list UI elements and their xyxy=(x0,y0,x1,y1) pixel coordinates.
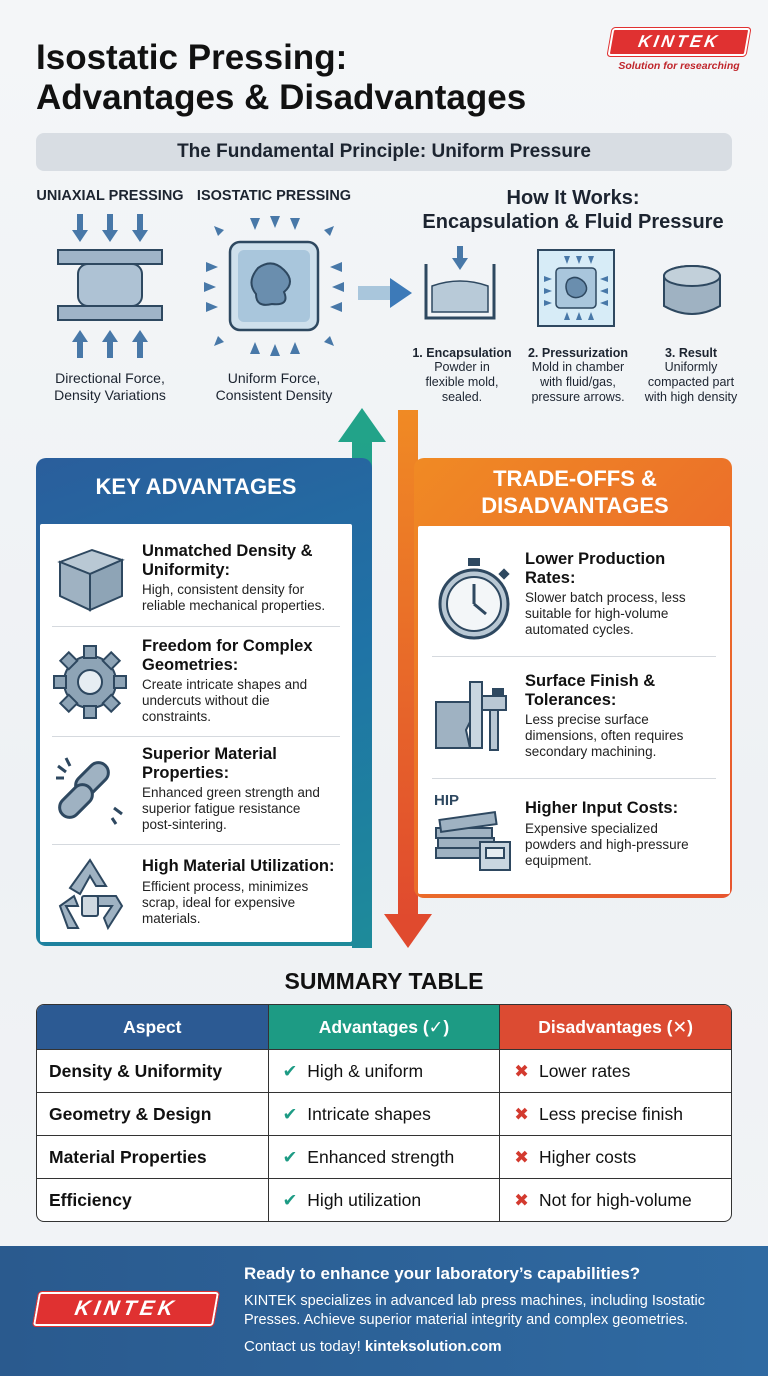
chain-link-icon xyxy=(56,757,123,825)
header-advantages: Advantages (✓) xyxy=(267,1005,500,1049)
uniaxial-label: UNIAXIAL PRESSING xyxy=(36,188,184,204)
advantage-item-utilization: High Material Utilization: Efficient pro… xyxy=(142,857,335,926)
website-link[interactable]: kinteksolution.com xyxy=(364,1338,502,1355)
check-icon: ✔ xyxy=(282,1103,298,1124)
brand-logo[interactable]: KINTEK Solution for researching xyxy=(606,27,752,72)
divider xyxy=(52,736,340,737)
advantage-cell: ✔High & uniform xyxy=(267,1049,500,1092)
cross-icon: ✖ xyxy=(514,1189,529,1210)
divider xyxy=(432,656,716,657)
step-encapsulation: 1. Encapsulation Powder in flexible mold… xyxy=(412,346,512,404)
footer-logo[interactable]: KINTEK xyxy=(31,1291,221,1327)
compacted-part-icon xyxy=(663,265,721,315)
stopwatch-icon xyxy=(438,558,510,640)
cross-icon: ✖ xyxy=(514,1103,529,1124)
cross-icon: ✖ xyxy=(514,1060,529,1081)
advantages-heading: KEY ADVANTAGES xyxy=(95,474,297,499)
table-row: Geometry & Design ✔Intricate shapes ✖Les… xyxy=(37,1092,731,1135)
disadvantage-item-costs: Higher Input Costs: Expensive specialize… xyxy=(525,799,689,868)
divider xyxy=(52,844,340,845)
advantage-item-material: Superior Material Properties: Enhanced g… xyxy=(142,745,320,832)
aspect-cell: Geometry & Design xyxy=(37,1092,268,1135)
isostatic-press-icon xyxy=(204,216,344,356)
footer-brand-wordmark: KINTEK xyxy=(31,1291,221,1327)
table-row: Density & Uniformity ✔High & uniform ✖Lo… xyxy=(37,1049,731,1092)
uniaxial-caption: Directional Force, Density Variations xyxy=(54,370,166,403)
footer-text: KINTEK specializes in advanced lab press… xyxy=(244,1293,706,1328)
cross-icon: ✖ xyxy=(514,1146,529,1167)
footer-contact: Contact us today! kinteksolution.com xyxy=(244,1338,744,1355)
table-row: Efficiency ✔High utilization ✖Not for hi… xyxy=(37,1178,731,1221)
disadvantage-cell: ✖Not for high-volume xyxy=(499,1178,731,1221)
brand-tagline: Solution for researching xyxy=(618,60,740,72)
header-disadvantages: Disadvantages (✕) xyxy=(499,1005,731,1049)
aspect-cell: Density & Uniformity xyxy=(37,1049,268,1092)
brand-wordmark: KINTEK xyxy=(606,27,752,57)
disadvantage-cell: ✖Higher costs xyxy=(499,1135,731,1178)
step-result: 3. Result Uniformly compacted part with … xyxy=(644,346,738,404)
check-icon: ✔ xyxy=(282,1060,298,1081)
right-arrow-icon xyxy=(358,278,412,308)
check-icon: ✔ xyxy=(282,1146,298,1167)
title-line-2: Advantages & Disadvantages xyxy=(36,78,527,117)
principle-banner: The Fundamental Principle: Uniform Press… xyxy=(36,133,732,171)
summary-title: SUMMARY TABLE xyxy=(284,968,484,994)
footer-headline: Ready to enhance your laboratory’s capab… xyxy=(244,1264,641,1283)
advantage-item-density: Unmatched Density & Uniformity: High, co… xyxy=(142,542,326,613)
encapsulation-icon xyxy=(424,246,496,320)
uniaxial-press-icon xyxy=(57,214,163,358)
step-pressurization: 2. Pressurization Mold in chamber with f… xyxy=(527,346,629,404)
summary-header-row: Aspect Advantages (✓) Disadvantages (✕) xyxy=(37,1005,731,1049)
header-aspect: Aspect xyxy=(37,1005,268,1049)
recycle-icon xyxy=(58,858,124,931)
disadvantage-item-rates: Lower Production Rates: Slower batch pro… xyxy=(525,550,686,637)
divider xyxy=(52,626,340,627)
money-stack-icon xyxy=(435,811,511,871)
aspect-cell: Material Properties xyxy=(37,1135,268,1178)
pressurization-icon xyxy=(537,249,615,327)
aspect-cell: Efficiency xyxy=(37,1178,268,1221)
cube-icon xyxy=(57,548,125,612)
disadvantage-item-surface: Surface Finish & Tolerances: Less precis… xyxy=(525,672,684,759)
down-arrow-icon xyxy=(384,410,432,948)
contact-prefix: Contact us today! xyxy=(244,1338,361,1355)
advantage-item-geometries: Freedom for Complex Geometries: Create i… xyxy=(142,637,313,724)
isostatic-caption: Uniform Force, Consistent Density xyxy=(215,370,333,403)
advantage-cell: ✔Intricate shapes xyxy=(267,1092,500,1135)
disadvantages-heading: TRADE-OFFS & DISADVANTAGES xyxy=(481,466,669,518)
hip-label: HIP xyxy=(434,792,460,809)
summary-table: Aspect Advantages (✓) Disadvantages (✕) … xyxy=(36,1004,732,1222)
page-title: Isostatic Pressing: Advantages & Disadva… xyxy=(36,38,596,118)
caliper-icon xyxy=(435,681,507,751)
table-row: Material Properties ✔Enhanced strength ✖… xyxy=(37,1135,731,1178)
advantage-cell: ✔High utilization xyxy=(267,1178,500,1221)
check-icon: ✔ xyxy=(282,1189,298,1210)
disadvantage-cell: ✖Less precise finish xyxy=(499,1092,731,1135)
divider xyxy=(432,778,716,779)
title-line-1: Isostatic Pressing: xyxy=(36,38,348,77)
gear-icon xyxy=(53,645,127,719)
how-it-works-title: How It Works: Encapsulation & Fluid Pres… xyxy=(422,187,724,233)
advantage-cell: ✔Enhanced strength xyxy=(267,1135,500,1178)
disadvantage-cell: ✖Lower rates xyxy=(499,1049,731,1092)
isostatic-label: ISOSTATIC PRESSING xyxy=(196,188,352,204)
